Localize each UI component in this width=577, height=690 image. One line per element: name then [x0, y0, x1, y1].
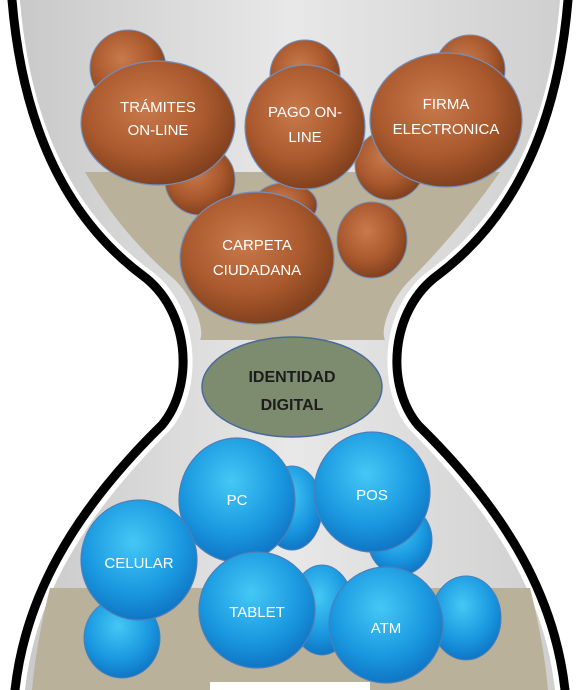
bubble-carpeta: CARPETA CIUDADANA [179, 191, 335, 325]
frame-left [7, 0, 188, 690]
identidad-digital: IDENTIDAD DIGITAL [201, 336, 383, 438]
bubble-firma-line2: ELECTRONICA [393, 121, 500, 138]
bubble-firma-line1: FIRMA [423, 96, 470, 113]
bubble-tramites: TRÁMITES ON-LINE [80, 60, 236, 186]
bubble-atm: ATM [328, 566, 444, 684]
bubble-pos: POS [313, 431, 431, 553]
bubble-tablet-label: TABLET [229, 604, 285, 621]
bubble-tablet: TABLET [198, 551, 316, 669]
bubble-tramites-line2: ON-LINE [128, 122, 189, 139]
frame-right [392, 0, 573, 690]
bubble-atm-label: ATM [371, 620, 402, 637]
hourglass-base [210, 682, 370, 690]
top-bubble [336, 201, 408, 279]
bubble-pos-label: POS [356, 487, 388, 504]
bubble-celular-label: CELULAR [104, 555, 173, 572]
bubble-pc: PC [178, 437, 296, 563]
bubble-pc-label: PC [227, 492, 248, 509]
bubble-pago: PAGO ON- LINE [244, 64, 366, 190]
bubble-carpeta-line2: CIUDADANA [213, 262, 301, 279]
identidad-line1: IDENTIDAD [248, 369, 335, 386]
identidad-line2: DIGITAL [261, 397, 324, 414]
bubble-pago-line1: PAGO ON- [268, 104, 342, 121]
bubble-tramites-line1: TRÁMITES [120, 99, 196, 116]
bubble-celular: CELULAR [80, 499, 198, 621]
bubble-carpeta-line1: CARPETA [222, 237, 292, 254]
bubble-pago-line2: LINE [288, 129, 321, 146]
bubble-firma: FIRMA ELECTRONICA [369, 52, 523, 188]
